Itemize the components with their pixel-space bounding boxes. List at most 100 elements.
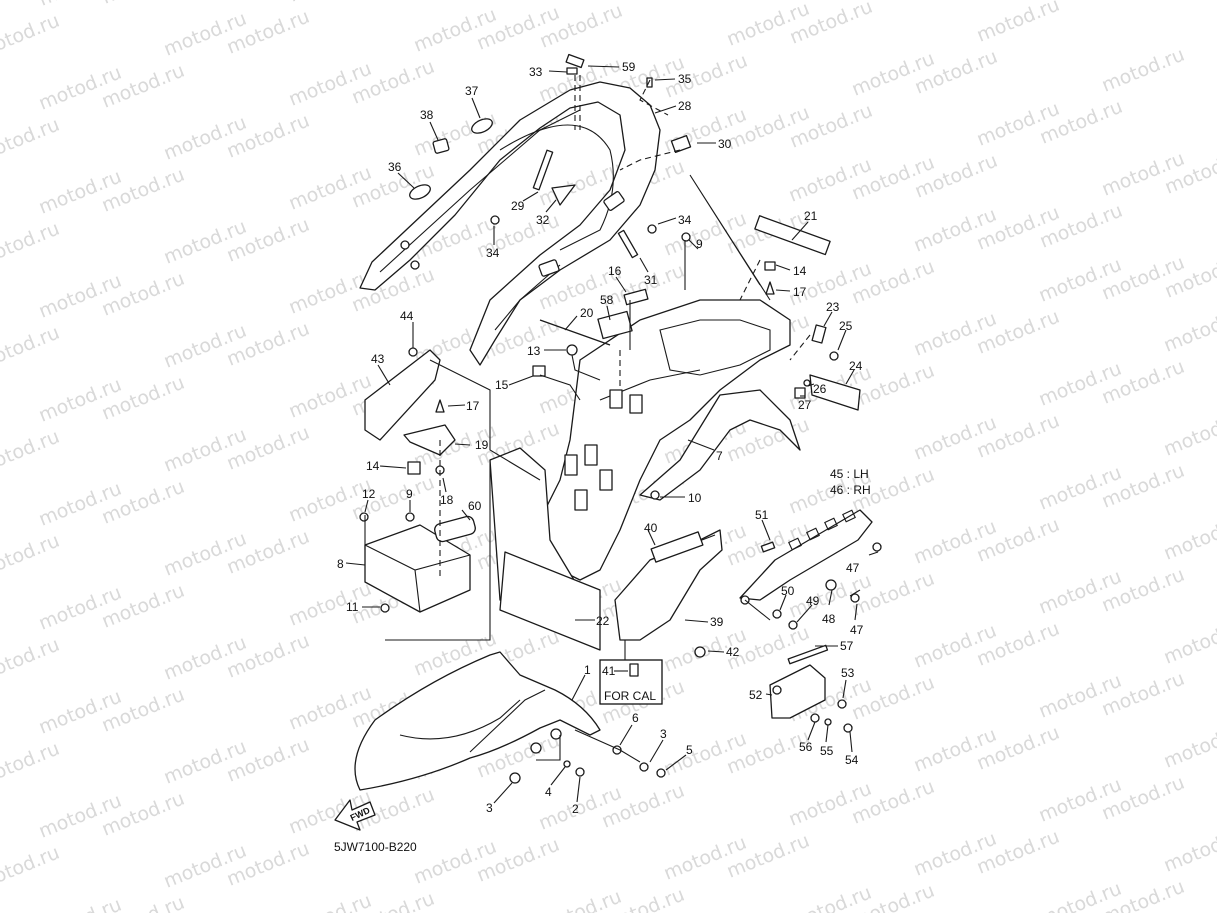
callout-12[interactable]: 12 — [362, 487, 376, 501]
part-42[interactable] — [694, 646, 706, 658]
callout-52[interactable]: 52 — [749, 688, 763, 702]
callout-48[interactable]: 48 — [822, 612, 836, 626]
part-37[interactable] — [469, 116, 494, 136]
callout-42[interactable]: 42 — [726, 645, 740, 659]
callout-49[interactable]: 49 — [806, 594, 820, 608]
part-40[interactable] — [650, 531, 704, 563]
callout-54[interactable]: 54 — [845, 753, 859, 767]
callout-3b[interactable]: 3 — [486, 801, 493, 815]
label-part-16[interactable] — [623, 288, 649, 306]
callout-22[interactable]: 22 — [596, 614, 610, 628]
callout-28[interactable]: 28 — [678, 99, 692, 113]
part-2[interactable] — [575, 767, 585, 777]
part-32[interactable] — [551, 184, 576, 206]
callout-50[interactable]: 50 — [781, 584, 795, 598]
callout-11[interactable]: 11 — [346, 600, 359, 614]
callout-15[interactable]: 15 — [495, 378, 509, 392]
callout-56[interactable]: 56 — [799, 740, 813, 754]
part-34a[interactable] — [490, 215, 500, 225]
callout-37[interactable]: 37 — [465, 84, 479, 98]
callout-40[interactable]: 40 — [644, 521, 658, 535]
part-12[interactable] — [359, 512, 369, 522]
bracket-part-24[interactable] — [809, 374, 861, 411]
callout-1[interactable]: 1 — [584, 663, 591, 677]
callout-23[interactable]: 23 — [826, 300, 840, 314]
part-60[interactable] — [433, 515, 476, 543]
callout-16[interactable]: 16 — [608, 264, 622, 278]
part-11[interactable] — [380, 603, 390, 613]
part-41[interactable] — [629, 663, 639, 677]
callout-41[interactable]: 41 — [602, 664, 616, 678]
callout-26[interactable]: 26 — [813, 382, 827, 396]
callout-2[interactable]: 2 — [572, 802, 579, 816]
callout-13[interactable]: 13 — [527, 344, 541, 358]
part-17a[interactable] — [765, 281, 775, 295]
part-27[interactable] — [794, 387, 806, 399]
callout-53[interactable]: 53 — [841, 666, 855, 680]
part-31[interactable] — [617, 229, 639, 259]
part-47a[interactable] — [872, 542, 882, 552]
part-44[interactable] — [408, 347, 418, 357]
callout-4[interactable]: 4 — [545, 785, 552, 799]
part-47b[interactable] — [850, 593, 860, 603]
callout-38[interactable]: 38 — [420, 108, 434, 122]
part-9b[interactable] — [405, 512, 415, 522]
callout-24[interactable]: 24 — [849, 359, 863, 373]
part-23[interactable] — [811, 324, 827, 344]
callout-57[interactable]: 57 — [840, 639, 854, 653]
tail-cowl-part-28[interactable] — [359, 81, 661, 366]
part-48[interactable] — [825, 579, 837, 591]
front-fender-part-1[interactable] — [354, 651, 601, 791]
part-30[interactable] — [670, 134, 692, 154]
callout-3a[interactable]: 3 — [660, 727, 667, 741]
callout-5[interactable]: 5 — [686, 743, 693, 757]
callout-14a[interactable]: 14 — [793, 264, 807, 278]
part-34b[interactable] — [647, 224, 657, 234]
callout-19[interactable]: 19 — [475, 438, 489, 452]
part-14a[interactable] — [764, 261, 776, 271]
part-26[interactable] — [803, 379, 811, 387]
callout-6[interactable]: 6 — [632, 711, 639, 725]
part-38[interactable] — [432, 138, 450, 154]
rod-part-20[interactable] — [539, 319, 611, 346]
callout-47b[interactable]: 47 — [850, 623, 864, 637]
callout-25[interactable]: 25 — [839, 319, 853, 333]
callout-18[interactable]: 18 — [440, 493, 454, 507]
callout-7[interactable]: 7 — [716, 449, 723, 463]
callout-43[interactable]: 43 — [371, 352, 385, 366]
battery-box-part-8[interactable] — [364, 524, 471, 613]
callout-59[interactable]: 59 — [622, 60, 636, 74]
part-10[interactable] — [650, 490, 660, 500]
callout-29[interactable]: 29 — [511, 199, 525, 213]
part-51[interactable] — [760, 541, 776, 553]
part-33[interactable] — [566, 67, 578, 75]
callout-47a[interactable]: 47 — [846, 561, 860, 575]
part-54[interactable] — [843, 723, 853, 733]
mud-flap-part-22[interactable] — [489, 447, 601, 651]
callout-36[interactable]: 36 — [388, 160, 402, 174]
part-59[interactable] — [565, 53, 585, 69]
part-5[interactable] — [656, 768, 666, 778]
callout-33[interactable]: 33 — [529, 65, 543, 79]
callout-44[interactable]: 44 — [400, 309, 414, 323]
callout-32[interactable]: 32 — [536, 213, 550, 227]
callout-9a[interactable]: 9 — [696, 237, 703, 251]
part-4[interactable] — [563, 760, 571, 768]
part-56[interactable] — [810, 713, 820, 723]
callout-27[interactable]: 27 — [798, 398, 812, 412]
part-53[interactable] — [837, 699, 847, 709]
pin-part-57[interactable] — [787, 644, 829, 665]
callout-20[interactable]: 20 — [580, 306, 594, 320]
callout-30[interactable]: 30 — [718, 137, 732, 151]
callout-35[interactable]: 35 — [678, 72, 692, 86]
part-3b[interactable] — [509, 772, 521, 784]
callout-14b[interactable]: 14 — [366, 459, 380, 473]
callout-31[interactable]: 31 — [644, 273, 658, 287]
part-17b[interactable] — [435, 399, 445, 413]
footrest-bracket-part-45-46[interactable] — [739, 509, 873, 605]
callout-9b[interactable]: 9 — [406, 487, 413, 501]
callout-60[interactable]: 60 — [468, 499, 482, 513]
part-15[interactable] — [532, 365, 546, 377]
part-36[interactable] — [407, 182, 432, 202]
callout-8[interactable]: 8 — [337, 557, 344, 571]
